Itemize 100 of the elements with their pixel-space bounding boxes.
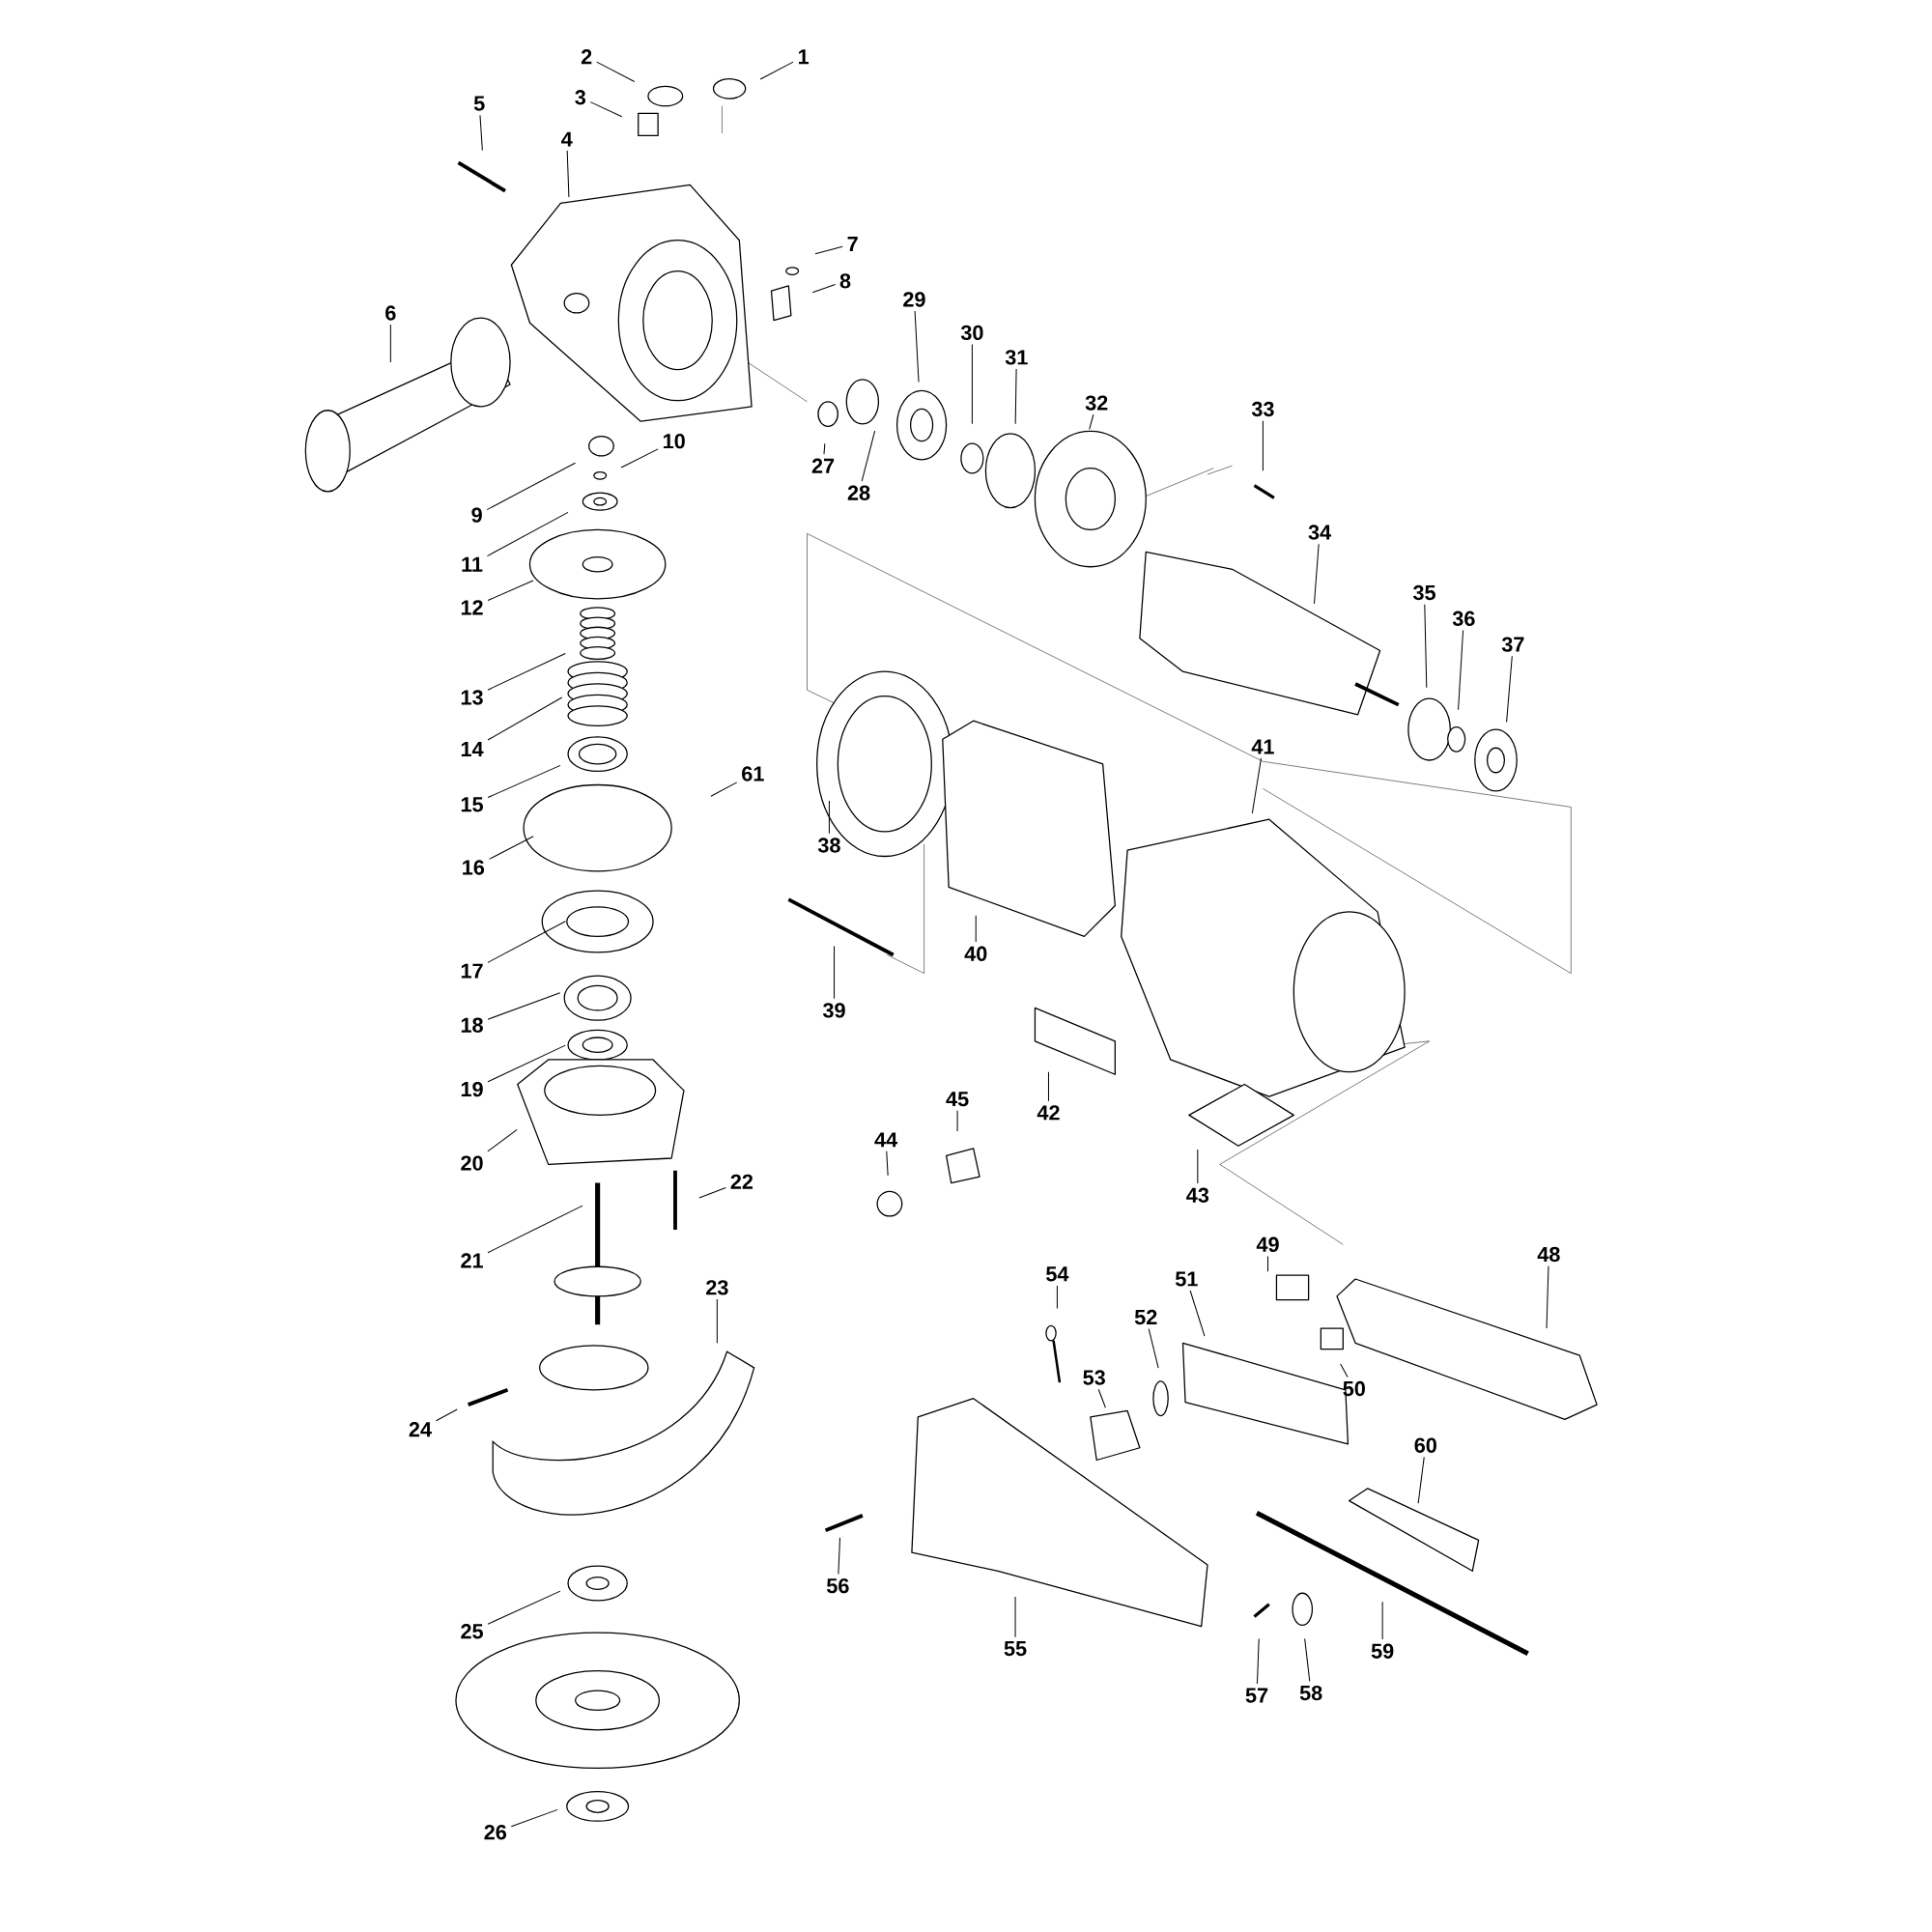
leader-line <box>1381 1601 1383 1640</box>
leader-line <box>1189 1290 1206 1337</box>
leader-line <box>479 114 483 152</box>
leader-line <box>486 511 569 557</box>
callout-number: 3 <box>575 90 586 105</box>
leader-line <box>710 781 738 797</box>
leader-line <box>1014 1596 1016 1638</box>
callout-number: 29 <box>903 292 925 307</box>
leader-line <box>596 61 636 83</box>
callout-number: 42 <box>1037 1105 1060 1121</box>
leader-line <box>1148 1328 1159 1369</box>
callout-number: 18 <box>461 1017 483 1033</box>
callout-number: 4 <box>561 131 573 147</box>
callout-number: 48 <box>1537 1246 1560 1263</box>
callout-number: 41 <box>1251 739 1274 754</box>
callout-number: 36 <box>1452 611 1475 626</box>
leader-line <box>823 442 826 455</box>
callout-number: 39 <box>822 1003 845 1018</box>
leader-line <box>1304 1637 1311 1682</box>
leader-line <box>1313 543 1320 605</box>
callout-number: 26 <box>484 1825 507 1840</box>
leader-line <box>834 946 836 1000</box>
leader-line <box>814 245 843 255</box>
leader-line <box>487 992 561 1020</box>
leader-line <box>759 61 794 80</box>
callout-number: 60 <box>1414 1437 1436 1453</box>
leader-line <box>975 915 977 943</box>
leader-line <box>487 1128 518 1152</box>
leader-line <box>488 836 534 860</box>
leader-line <box>1506 655 1513 723</box>
leader-line <box>435 1408 458 1422</box>
callout-number: 33 <box>1251 401 1274 417</box>
leader-line <box>620 448 659 469</box>
leader-line <box>971 344 973 425</box>
leader-line <box>487 921 566 963</box>
callout-number: 13 <box>461 690 483 705</box>
leader-line <box>566 150 570 198</box>
leader-line <box>716 1298 718 1344</box>
leader-line <box>1089 413 1094 430</box>
callout-number: 11 <box>462 556 483 572</box>
leader-line <box>487 764 561 799</box>
callout-number: 22 <box>730 1174 753 1189</box>
leader-line <box>1424 604 1428 689</box>
leader-line <box>487 1590 561 1625</box>
leader-line <box>1417 1456 1425 1504</box>
leader-line <box>1458 629 1464 711</box>
leader-line <box>1262 420 1264 471</box>
leader-line <box>956 1110 958 1132</box>
leader-line <box>510 1808 558 1828</box>
callout-number: 53 <box>1083 1370 1105 1385</box>
leader-line <box>1251 757 1262 814</box>
leader-line <box>487 580 534 602</box>
leader-line <box>486 462 577 511</box>
callout-number: 57 <box>1245 1688 1268 1703</box>
leader-line <box>886 1151 889 1177</box>
callout-number: 34 <box>1308 525 1332 540</box>
callout-number: 14 <box>461 742 484 756</box>
callout-number: 28 <box>847 485 870 500</box>
callout-number: 19 <box>461 1081 483 1097</box>
callout-number: 32 <box>1085 395 1108 411</box>
leader-line <box>1546 1265 1549 1329</box>
callout-number: 20 <box>461 1155 483 1171</box>
leader-line <box>1340 1363 1349 1378</box>
callout-number: 10 <box>664 433 685 449</box>
callout-number: 12 <box>461 600 483 615</box>
leader-line <box>1047 1071 1049 1102</box>
callout-number: 61 <box>742 766 764 781</box>
callout-number: 45 <box>946 1092 969 1107</box>
leader-line <box>1056 1285 1058 1310</box>
callout-number: 21 <box>461 1253 483 1268</box>
callout-number: 15 <box>461 797 483 812</box>
callout-number: 5 <box>473 96 485 111</box>
callout-number: 7 <box>847 237 858 251</box>
callout-number: 59 <box>1371 1643 1394 1659</box>
callout-number: 38 <box>817 838 840 853</box>
leader-line <box>487 653 566 691</box>
callout-number: 27 <box>811 458 835 473</box>
leader-line <box>698 1187 726 1199</box>
leader-line <box>487 1205 583 1254</box>
callout-number: 9 <box>471 507 482 523</box>
callout-number: 55 <box>1004 1641 1027 1657</box>
callout-number: 51 <box>1175 1271 1198 1287</box>
callout-number: 50 <box>1343 1380 1365 1397</box>
callout-number: 1 <box>799 49 810 65</box>
leader-line <box>1267 1255 1269 1272</box>
leader-line <box>589 101 623 118</box>
callout-number: 30 <box>960 325 983 341</box>
callout-number: 52 <box>1134 1309 1157 1325</box>
callout-number: 31 <box>1005 350 1028 365</box>
leader-line <box>828 800 830 835</box>
callout-number: 24 <box>409 1422 432 1437</box>
leader-line <box>487 1044 566 1083</box>
callout-number: 58 <box>1299 1685 1322 1701</box>
callout-number: 17 <box>461 963 483 979</box>
leader-line <box>1197 1149 1199 1184</box>
leader-line <box>1256 1637 1260 1685</box>
callout-number: 25 <box>461 1624 483 1639</box>
callout-number: 49 <box>1256 1236 1279 1252</box>
leader-line <box>914 310 920 383</box>
callout-number: 56 <box>826 1577 849 1594</box>
